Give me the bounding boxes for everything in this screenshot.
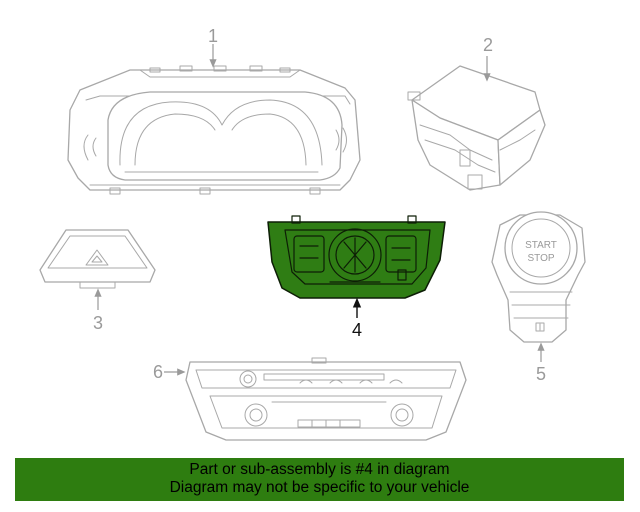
callout-3: 3 — [93, 313, 103, 333]
callout-1: 1 — [208, 26, 218, 46]
part-6-climate-control-panel[interactable] — [185, 357, 467, 441]
callout-5: 5 — [536, 364, 546, 384]
part-5-start-stop-button[interactable]: START STOP — [491, 211, 586, 343]
info-banner: Part or sub-assembly is #4 in diagram Di… — [15, 458, 624, 501]
banner-line-2: Diagram may not be specific to your vehi… — [169, 479, 470, 496]
callout-2: 2 — [483, 35, 493, 55]
callout-4: 4 — [352, 320, 362, 340]
stop-label: STOP — [527, 253, 554, 264]
part-3-hazard-switch[interactable] — [39, 229, 156, 289]
start-label: START — [525, 240, 557, 251]
parts-diagram: 1 2 3 — [39, 26, 586, 441]
part-4-headlight-switch[interactable] — [267, 215, 446, 299]
part-1-instrument-cluster[interactable] — [67, 65, 361, 195]
part-2-control-module[interactable] — [407, 65, 546, 191]
banner-line-1: Part or sub-assembly is #4 in diagram — [189, 461, 450, 478]
callout-6: 6 — [153, 362, 163, 382]
